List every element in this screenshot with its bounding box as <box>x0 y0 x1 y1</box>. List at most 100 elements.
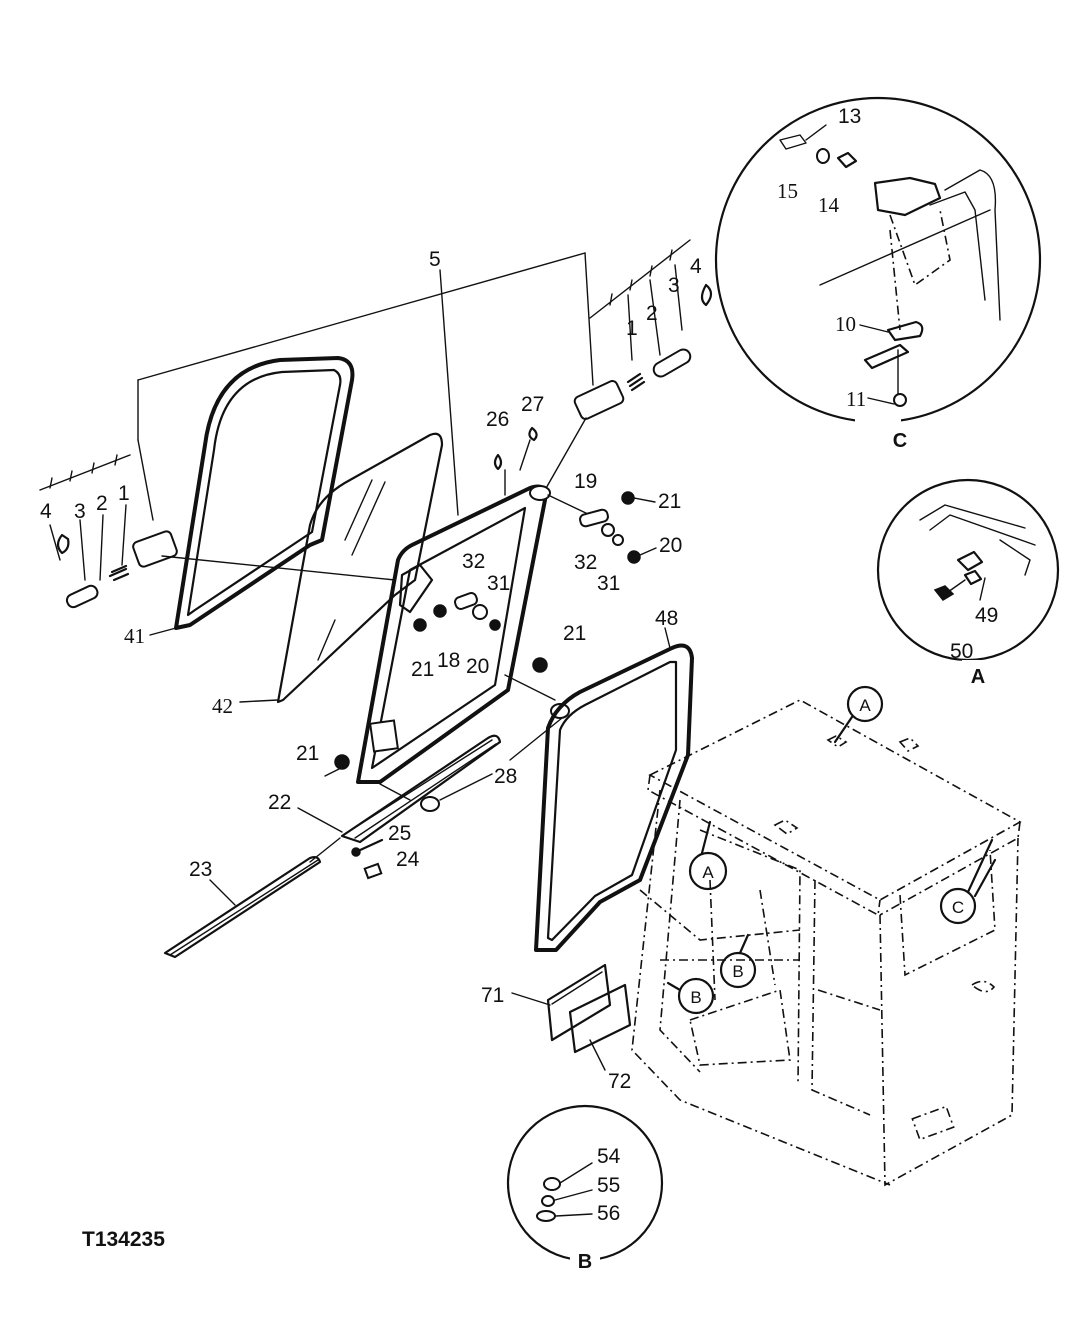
latch <box>369 719 399 753</box>
seal-41 <box>174 356 355 630</box>
decal-71 <box>546 963 612 1042</box>
part-label: 42 <box>212 694 233 718</box>
part-label: 41 <box>124 624 145 648</box>
part-label: 21 <box>411 658 434 681</box>
part-label: 22 <box>268 791 291 814</box>
right-hinge-group <box>544 239 713 491</box>
bolt-19 <box>579 508 609 528</box>
callout-c-right: C <box>939 838 997 925</box>
part-label: 2 <box>646 302 658 325</box>
hinge-pin <box>529 485 551 501</box>
clip-icon <box>56 533 70 555</box>
clip-54 <box>543 1177 561 1191</box>
drawing-code: T134235 <box>82 1228 165 1251</box>
callout-b-left: B <box>666 977 715 1015</box>
screw-11 <box>893 393 907 407</box>
decals <box>511 963 632 1071</box>
part-label: 2 <box>96 492 108 515</box>
part-label: 32 <box>462 550 485 573</box>
hinge-block <box>573 380 625 420</box>
cab-outline <box>631 699 1022 1187</box>
detail-b-label: 55 <box>597 1174 620 1197</box>
detail-c-label: 10 <box>835 312 856 336</box>
callout-label: B <box>690 988 701 1007</box>
part-label: 32 <box>574 551 597 574</box>
detail-c-title: C <box>893 430 907 452</box>
detail-c: 13 15 14 10 11 C <box>714 96 1042 452</box>
part-label: 20 <box>659 534 682 557</box>
detail-a-label: 49 <box>975 604 998 627</box>
decal-72 <box>568 983 632 1054</box>
callout-label: C <box>952 898 964 917</box>
part-label: 21 <box>296 742 319 765</box>
detail-a-title: A <box>971 666 985 688</box>
detail-a-label: 50 <box>950 640 973 663</box>
detail-b: 54 55 56 B <box>506 1104 664 1273</box>
bolt-13 <box>779 134 807 150</box>
part-label: 31 <box>487 572 510 595</box>
callout-b-mid: B <box>719 933 757 989</box>
part-label: 1 <box>118 482 130 505</box>
pin <box>65 584 99 609</box>
part-label: 4 <box>40 500 52 523</box>
detail-c-label: 11 <box>846 387 866 411</box>
seal-48 <box>534 643 694 952</box>
part-label: 71 <box>481 984 504 1007</box>
callout-a-left: A <box>688 820 728 891</box>
nut-21 <box>621 491 635 505</box>
latch-10 <box>886 320 924 342</box>
part-labels: 5 4 3 2 1 4 3 2 1 26 27 19 21 20 32 31 3… <box>40 248 702 1093</box>
part-label: 3 <box>74 500 86 523</box>
screws-24-25 <box>309 837 384 880</box>
leader-group-5 <box>137 252 594 521</box>
detail-c-label: 13 <box>838 105 861 128</box>
spring <box>108 564 130 582</box>
part-label: 1 <box>626 317 638 340</box>
part-label: 72 <box>608 1070 631 1093</box>
pin <box>652 348 692 378</box>
part-label: 21 <box>563 622 586 645</box>
left-hinge-group <box>39 454 396 609</box>
detail-b-label: 54 <box>597 1145 621 1168</box>
callout-label: A <box>859 696 871 715</box>
callout-label: A <box>702 863 714 882</box>
part-label: 19 <box>574 470 597 493</box>
door-frame <box>356 484 548 784</box>
part-label: 25 <box>388 822 411 845</box>
rail-22 <box>340 734 502 844</box>
detail-b-label: 56 <box>597 1202 620 1225</box>
part-label: 4 <box>690 255 702 278</box>
callout-label: B <box>732 962 743 981</box>
part-label: 20 <box>466 655 489 678</box>
bolt-50 <box>933 585 955 601</box>
part-label: 26 <box>486 408 509 431</box>
detail-b-title: B <box>578 1251 592 1273</box>
part-label: 18 <box>437 649 460 672</box>
part-label: 23 <box>189 858 212 881</box>
clip-27 <box>528 426 538 442</box>
part-label: 28 <box>494 765 517 788</box>
part-label: 5 <box>429 248 441 271</box>
part-label: 21 <box>658 490 681 513</box>
clip-icon <box>700 283 713 307</box>
part-label: 31 <box>597 572 620 595</box>
glass-42 <box>276 432 444 704</box>
clip-56 <box>536 1210 556 1222</box>
callout-a-top: A <box>833 685 884 744</box>
hinge-block <box>132 530 178 568</box>
part-label: 48 <box>655 607 678 630</box>
part-label: 3 <box>668 274 680 297</box>
part-label: 27 <box>521 393 544 416</box>
clip-55 <box>541 1195 555 1207</box>
detail-c-label: 15 <box>777 179 798 203</box>
clip-26 <box>493 453 503 471</box>
bracket <box>956 550 984 572</box>
part-label: 24 <box>396 848 420 871</box>
detail-c-label: 14 <box>818 193 840 217</box>
weatherstrip-23 <box>163 856 322 959</box>
nut-20 <box>627 550 641 564</box>
detail-a: 49 50 A <box>876 478 1060 688</box>
spring <box>626 372 646 392</box>
